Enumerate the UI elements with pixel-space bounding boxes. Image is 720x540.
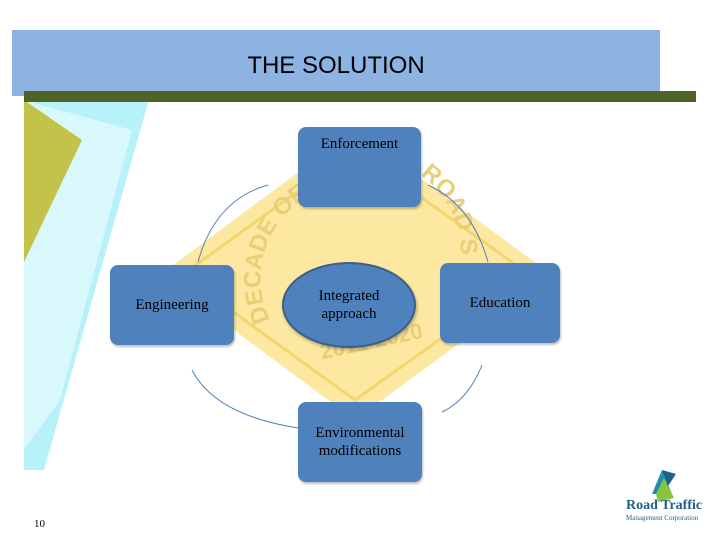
arc-bottom-left [191, 369, 299, 429]
node-education: Education [440, 263, 560, 343]
cycle-arcs [191, 184, 489, 429]
slide-number: 10 [34, 518, 45, 530]
arc-top-right [427, 184, 489, 263]
logo-name: Road Traffic [626, 498, 703, 513]
node-enforcement-label: Enforcement [320, 136, 399, 152]
rtmc-logo: Road Traffic Management Corporation [618, 464, 710, 524]
arc-top-left [197, 184, 269, 263]
title-underline-bar [24, 91, 696, 102]
slide-title: THE SOLUTION [247, 52, 425, 79]
logo-subtitle: Management Corporation [626, 514, 699, 522]
node-environmental: Environmental modifications [298, 402, 422, 482]
node-environmental-label: Environmental modifications [315, 425, 405, 459]
node-enforcement: Enforcement [298, 127, 421, 207]
arc-bottom-right [441, 364, 483, 413]
title-band [12, 30, 660, 96]
node-integrated-approach: Integrated approach [282, 262, 416, 348]
node-education-label: Education [469, 295, 531, 311]
node-engineering: Engineering [110, 265, 234, 345]
watermark-diamond-border [179, 148, 533, 402]
rtmc-logo-icon [652, 470, 676, 502]
olive-triangle-shape [24, 100, 82, 262]
node-engineering-label: Engineering [135, 297, 209, 313]
node-integrated-approach-label: Integrated approach [318, 288, 380, 322]
